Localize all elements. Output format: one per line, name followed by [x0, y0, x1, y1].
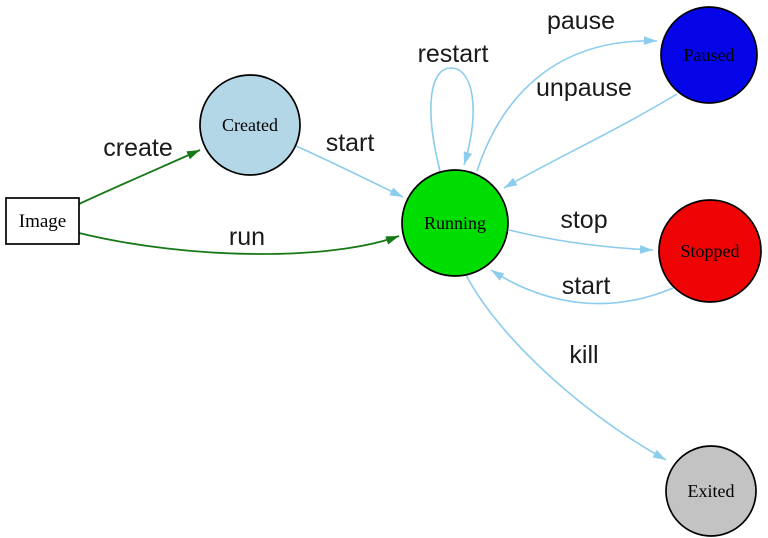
edge-unpause-label: unpause: [536, 74, 632, 102]
node-created-label: Created: [222, 115, 278, 135]
node-exited: [665, 445, 757, 537]
edge-start-2-arrow: [490, 269, 674, 305]
node-image: [5, 197, 80, 245]
node-created: [199, 74, 301, 176]
edge-stop-label: stop: [560, 206, 607, 234]
edge-run-arrow: [78, 232, 400, 255]
edge-run-label: run: [229, 223, 265, 251]
node-running-label: Running: [424, 213, 486, 233]
edge-create-arrow: [78, 149, 201, 205]
node-stopped-label: Stopped: [680, 241, 739, 261]
edge-stop-arrow: [508, 229, 654, 254]
node-running: [401, 169, 509, 277]
node-image-label: Image: [19, 211, 66, 232]
edge-pause-label: pause: [547, 7, 615, 35]
edge-pause-arrow: [476, 36, 658, 172]
edge-start-2-label: start: [562, 272, 611, 300]
edge-restart-label: restart: [418, 40, 489, 68]
node-exited-label: Exited: [688, 481, 735, 501]
edge-create-label: create: [103, 134, 172, 162]
edge-kill-arrow: [465, 274, 667, 461]
edge-unpause-arrow: [503, 93, 678, 189]
node-paused: [660, 6, 758, 104]
edge-start-1-label: start: [326, 129, 375, 157]
node-paused-label: Paused: [684, 45, 735, 65]
edge-kill-label: kill: [569, 341, 598, 369]
edge-restart-arrow: [430, 67, 474, 172]
edge-start-1-arrow: [295, 145, 404, 198]
node-stopped: [658, 199, 762, 303]
